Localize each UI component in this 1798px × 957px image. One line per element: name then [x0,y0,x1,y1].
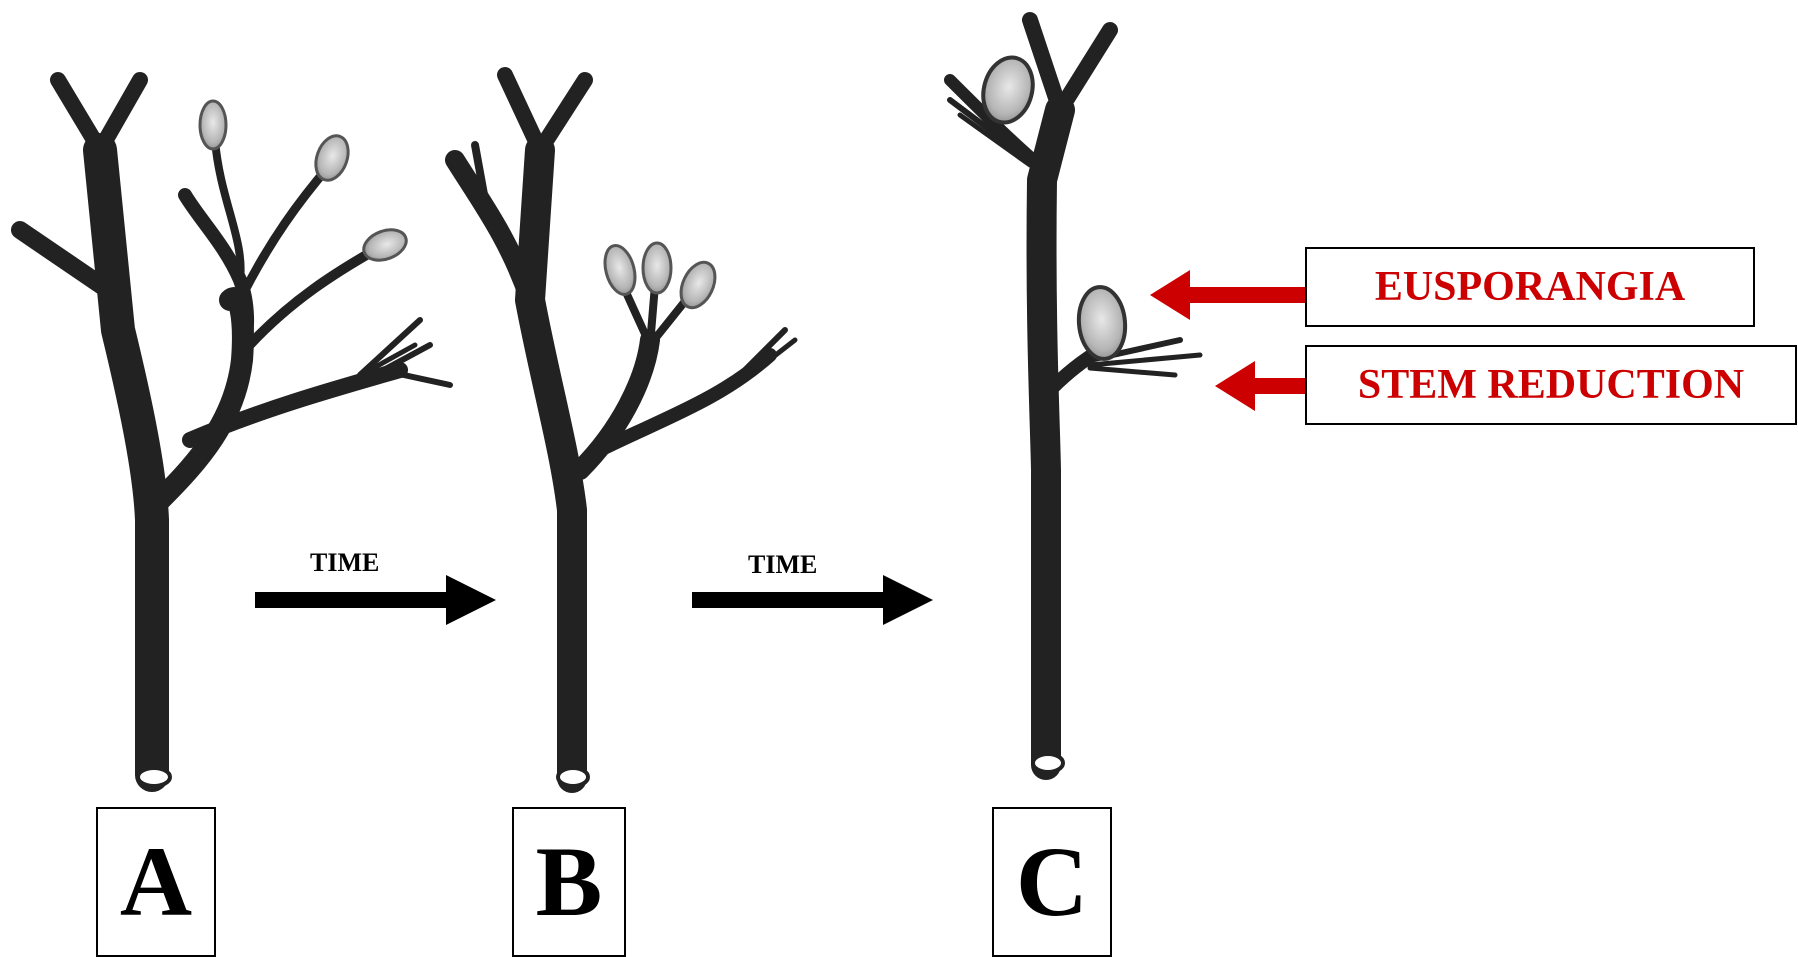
stem-reduction-arrow [1215,361,1305,411]
time-label-2: TIME [748,550,818,579]
plant-a-sporangia [198,99,408,262]
plant-c [944,12,1203,780]
panel-label-c: C [992,807,1112,957]
plant-b-sporangia [603,241,717,310]
panel-label-a: A [96,807,216,957]
panel-label-b: B [512,807,626,957]
eusporangia-arrow [1150,270,1305,320]
plant-b [445,67,798,793]
eusporangia-callout: EUSPORANGIA [1305,247,1755,327]
plant-a [11,72,453,792]
time-arrow-1 [255,575,496,625]
plant-b-stem-base [556,766,590,788]
plant-c-stem-base [1031,752,1065,774]
time-arrow-2 [692,575,933,625]
plant-a-stem-base [136,766,172,788]
stem-reduction-callout: STEM REDUCTION [1305,345,1797,425]
plant-c-sporangia [981,55,1128,361]
time-label-1: TIME [310,548,380,577]
